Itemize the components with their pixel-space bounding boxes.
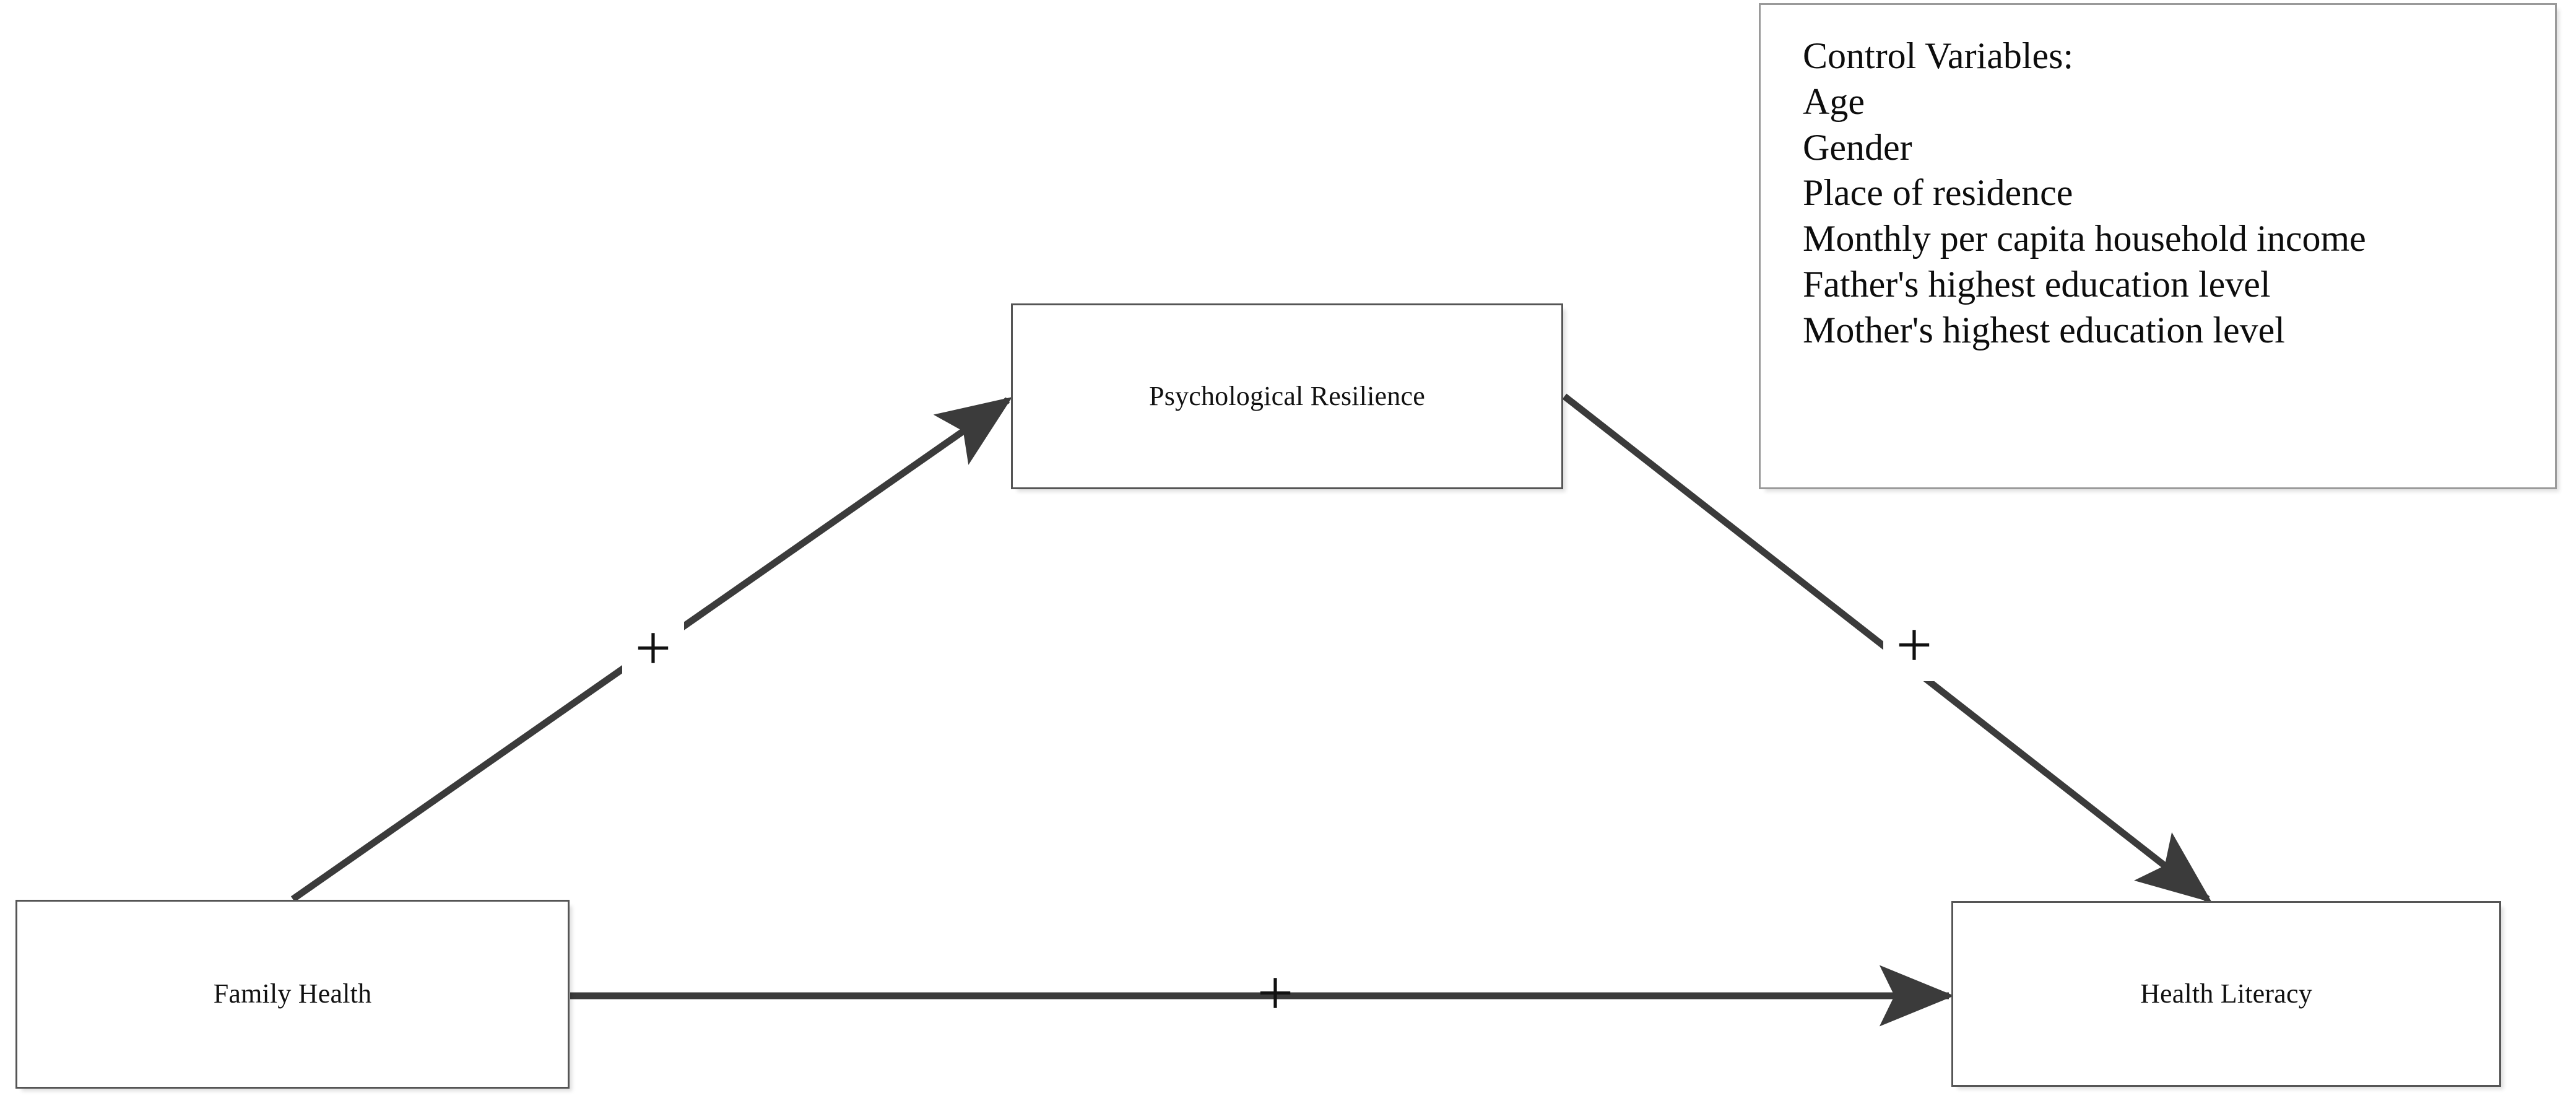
node-health-literacy[interactable]: Health Literacy bbox=[1951, 901, 2501, 1087]
edge-sign-family-health-to-health-literacy: + bbox=[1257, 957, 1294, 1029]
node-psychological-resilience-label: Psychological Resilience bbox=[1149, 380, 1425, 411]
control-variable-item: Age bbox=[1803, 81, 1865, 122]
control-variable-item: Gender bbox=[1803, 126, 1912, 168]
node-family-health[interactable]: Family Health bbox=[15, 900, 570, 1089]
control-variable-item: Father's highest education level bbox=[1803, 263, 2271, 305]
control-variable-item: Place of residence bbox=[1803, 172, 2073, 214]
control-variable-item: Mother's highest education level bbox=[1803, 309, 2285, 351]
edge-sign-psychological-resilience-to-health-literacy: + bbox=[1883, 613, 1945, 681]
control-variables-heading: Control Variables: bbox=[1803, 35, 2074, 76]
node-psychological-resilience[interactable]: Psychological Resilience bbox=[1011, 303, 1563, 489]
control-variables-box: Control Variables: Age Gender Place of r… bbox=[1759, 3, 2557, 489]
node-health-literacy-label: Health Literacy bbox=[2140, 978, 2312, 1009]
control-variable-item: Monthly per capita household income bbox=[1803, 218, 2366, 259]
edge-sign-family-health-to-psychological-resilience: + bbox=[622, 616, 684, 684]
node-family-health-label: Family Health bbox=[213, 978, 372, 1009]
